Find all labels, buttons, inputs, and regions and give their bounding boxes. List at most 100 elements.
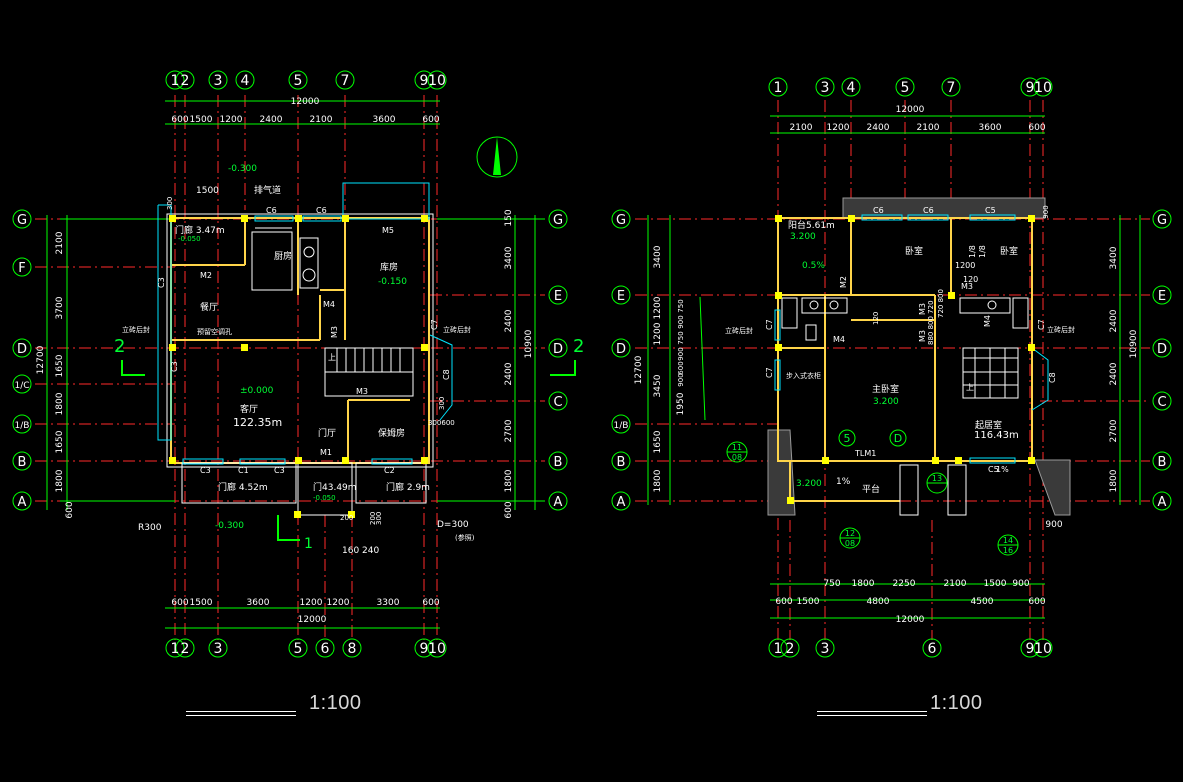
room-bedroom-2: 卧室 [1000,245,1018,257]
axis-label: 1/B [614,421,629,431]
room-family-area: 116.43m [974,430,1019,441]
axis-label: A [617,495,626,510]
axis-label: 6 [928,641,937,657]
elev-terrace: 3.200 [796,479,822,489]
axis-label: 1 [774,641,783,657]
dim-text: 1650 [653,430,663,453]
overall-dim: 10900 [1129,329,1139,358]
axis-label: E [554,289,562,304]
dim-text: 600 [1028,123,1045,133]
dim-text: 2100 [917,123,940,133]
axis-label: 5 [294,73,303,89]
axis-label: B [554,455,563,470]
wall-outlines [166,213,434,516]
room-labels: 厨房 餐厅 客厅 122.35m 库房 保姆房 门厅 门廊 4.52m 门廊 2… [175,184,430,493]
dim-text: 2250 [893,579,916,589]
dim-text: 1500 [190,115,213,125]
dim-300-600: 300600 [428,419,455,427]
axis-label: 9 [1026,641,1035,657]
dim-text: 2400 [504,362,514,385]
overall-dim: 12000 [298,615,327,625]
axis-label: 7 [341,73,350,89]
dim-300c: 300 [375,512,383,525]
dim-text: 3600 [247,598,270,608]
slope-terrace: 1% [836,477,851,487]
scale-bar-right [817,711,927,716]
tag-m3: M3 [356,387,368,396]
small-dim: 900 [677,315,685,328]
dim-120b: 120 [872,312,880,325]
dim-text: 1800 [504,469,514,492]
ref-1-8b: 1/8 [978,245,987,258]
dim-880-800-720: 880 800 720 [927,300,935,345]
right-row-labels: G E D C B A [1157,213,1167,510]
overall-dim: 12000 [291,97,320,107]
axis-label: 10 [428,73,446,89]
dim-text: 600 [171,598,188,608]
axis-label: 2 [786,641,795,657]
ref-1-8: 1/8 [968,245,977,258]
tag-c1: C1 [238,466,249,475]
tag-m4: M4 [833,335,845,344]
axis-label: 1/C [14,381,29,391]
axis-label: 4 [241,73,250,89]
dim-1500: 1500 [196,186,219,196]
dim-text: 2400 [260,115,283,125]
section-2-right: 2 [573,336,584,357]
section-2-left: 2 [114,336,125,357]
left-row-labels: G F D 1/C 1/B B A [14,213,29,510]
stair-up-right: 上 [966,383,974,392]
right-row-bubbles [1152,209,1172,511]
bottom-dimensions: 600 1500 3600 1200 1200 3300 600 12000 [171,598,439,625]
dim-text: 1200 [220,115,243,125]
ref-08: 08 [732,453,742,462]
bottom-dimensions: 750 1800 2250 2100 1500 900 600 1500 480… [775,579,1045,625]
small-dim: 600 [677,361,685,374]
fixtures [781,297,1029,516]
room-walkin: 步入式衣柜 [786,371,821,380]
dim-720-800: 720 800 [937,289,945,318]
axis-lines-vertical [174,95,438,640]
tag-m1: M1 [320,448,332,457]
room-master: 主卧室 [872,383,899,395]
roof-hatch [767,197,1071,516]
windows [774,214,1049,464]
dim-text: 2400 [504,309,514,332]
dim-200b: 200 [369,512,377,525]
axis-label: 3 [821,641,830,657]
reserved-ac-hole: 预留空调孔 [197,327,232,336]
dim-120: 120 [963,275,978,284]
room-nanny: 保姆房 [378,427,405,439]
axis-label: D [1157,342,1167,357]
elev-kitchen: -0.050 [178,235,201,243]
columns [169,215,428,518]
tag-c8: C8 [1048,372,1057,383]
dim-text: 150 [504,209,514,226]
dim-text: 1200 [300,598,323,608]
top-axis-bubbles [768,77,1053,97]
stand-pipe-right: 立砖后封 [443,325,471,334]
tag-m2: M2 [839,276,848,288]
room-living: 客厅 [240,403,258,415]
room-terrace: 平台 [862,483,880,495]
axis-label: D [17,342,27,357]
tag-c6: C6 [266,206,277,215]
ref-12: 12 [845,529,855,538]
slope-balcony: 0.5% [802,261,825,271]
dim-text: 600 [422,115,439,125]
axis-label: F [18,261,25,276]
overall-dim: 12000 [896,615,925,625]
dim-text: 1950 [676,392,686,415]
bottom-axis-bubbles [768,638,1053,658]
section-markers: 2 2 1 [114,336,584,552]
axis-label: G [553,213,563,228]
axis-label: 9 [420,73,429,89]
room-labels: 阳台5.61m 卧室 卧室 主卧室 步入式衣柜 起居室 116.43m 平台 [786,219,1019,495]
room-balcony: 阳台5.61m [788,219,835,231]
dim-text: 1650 [55,354,65,377]
walls [777,217,1033,502]
elev-small: -0.050 [313,494,336,502]
stand-pipe-right: 立砖后封 [1047,325,1075,334]
